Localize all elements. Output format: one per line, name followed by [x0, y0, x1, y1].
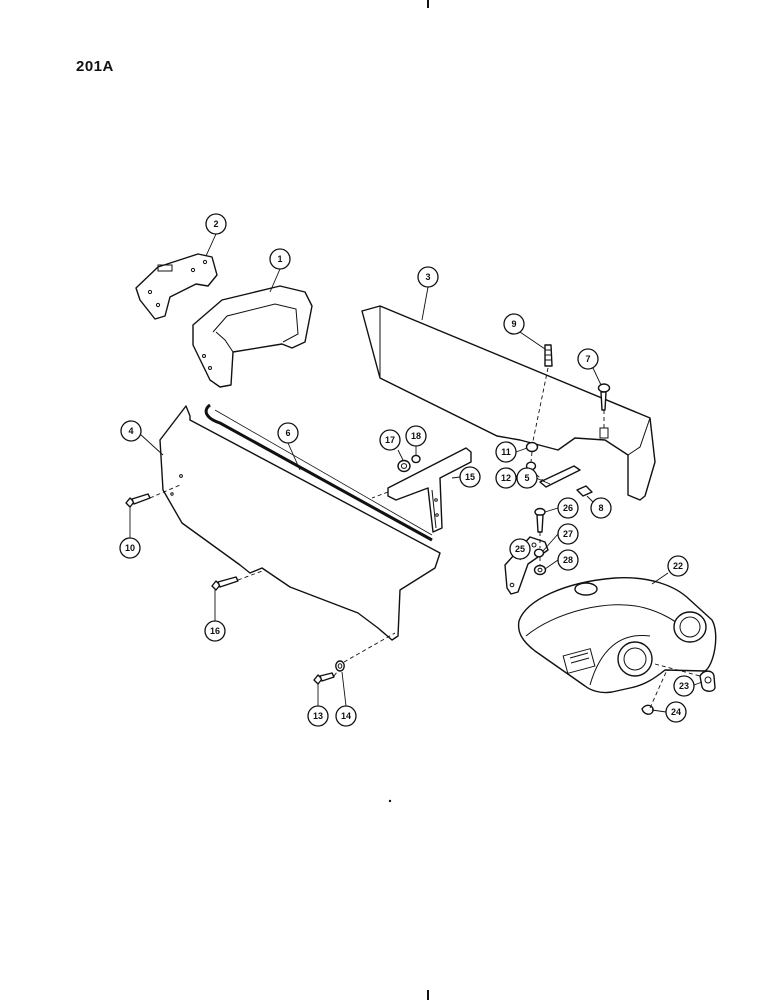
callout-3: 3 — [417, 266, 439, 288]
callout-label-13: 13 — [313, 711, 323, 721]
callout-label-14: 14 — [341, 711, 351, 721]
page-number: 201A — [76, 58, 114, 75]
callout-label-2: 2 — [213, 219, 218, 229]
part-24-clip — [641, 704, 654, 715]
part-26-bolt — [534, 507, 546, 533]
part-5-strap — [539, 465, 581, 488]
part-2-bracket-plate — [135, 253, 218, 320]
callout-12: 12 — [495, 467, 517, 489]
callout-28: 28 — [557, 549, 579, 571]
callout-7: 7 — [577, 348, 599, 370]
callout-label-6: 6 — [285, 428, 290, 438]
callout-9: 9 — [503, 313, 525, 335]
part-15-support-bracket — [387, 447, 472, 533]
callout-22: 22 — [667, 555, 689, 577]
part-23-clamp — [699, 670, 716, 692]
callout-label-12: 12 — [501, 473, 511, 483]
callout-label-4: 4 — [128, 426, 133, 436]
callout-1: 1 — [269, 248, 291, 270]
part-27-washer — [533, 548, 545, 558]
part-1-hood-shroud — [192, 285, 313, 388]
callout-2: 2 — [205, 213, 227, 235]
callout-label-25: 25 — [515, 544, 525, 554]
part-6-rubber-strip — [204, 403, 433, 542]
speck-mark — [388, 799, 392, 803]
callout-10: 10 — [119, 537, 141, 559]
callout-23: 23 — [673, 675, 695, 697]
callout-label-24: 24 — [671, 707, 681, 717]
callout-label-15: 15 — [465, 472, 475, 482]
part-16-screw — [211, 576, 239, 591]
callout-label-9: 9 — [511, 319, 516, 329]
callout-25: 25 — [509, 538, 531, 560]
part-17-nut — [397, 459, 411, 473]
callout-label-22: 22 — [673, 561, 683, 571]
callout-label-26: 26 — [563, 503, 573, 513]
callout-label-27: 27 — [563, 529, 573, 539]
part-11-nut — [525, 441, 539, 453]
part-9-bolt — [544, 344, 553, 367]
callout-label-7: 7 — [585, 354, 590, 364]
callout-11: 11 — [495, 441, 517, 463]
callout-label-10: 10 — [125, 543, 135, 553]
callout-26: 26 — [557, 497, 579, 519]
callout-16: 16 — [204, 620, 226, 642]
callout-4: 4 — [120, 420, 142, 442]
callout-27: 27 — [557, 523, 579, 545]
part-18-washer — [411, 454, 421, 464]
callout-label-8: 8 — [598, 503, 603, 513]
callout-5: 5 — [516, 467, 538, 489]
callout-6: 6 — [277, 422, 299, 444]
callout-label-3: 3 — [425, 272, 430, 282]
leader-lines — [129, 233, 703, 713]
callout-13: 13 — [307, 705, 329, 727]
callout-label-11: 11 — [501, 447, 511, 457]
callout-label-28: 28 — [563, 555, 573, 565]
part-8-clip — [576, 485, 593, 497]
part-4-front-panel — [159, 405, 441, 641]
part-10-screw — [125, 493, 151, 508]
part-13-screw — [313, 672, 335, 685]
callout-label-18: 18 — [411, 431, 421, 441]
part-28-nut — [533, 564, 547, 576]
callout-17: 17 — [379, 429, 401, 451]
part-14-washer — [335, 660, 345, 672]
part-22-housing — [517, 577, 717, 694]
part-7-bolt — [597, 383, 611, 411]
callout-label-16: 16 — [210, 626, 220, 636]
callout-label-23: 23 — [679, 681, 689, 691]
callout-label-5: 5 — [524, 473, 529, 483]
callout-14: 14 — [335, 705, 357, 727]
callout-label-17: 17 — [385, 435, 395, 445]
callout-18: 18 — [405, 425, 427, 447]
part-3-rear-panel — [361, 305, 656, 501]
callout-15: 15 — [459, 466, 481, 488]
callout-8: 8 — [590, 497, 612, 519]
callout-24: 24 — [665, 701, 687, 723]
callout-label-1: 1 — [277, 254, 282, 264]
